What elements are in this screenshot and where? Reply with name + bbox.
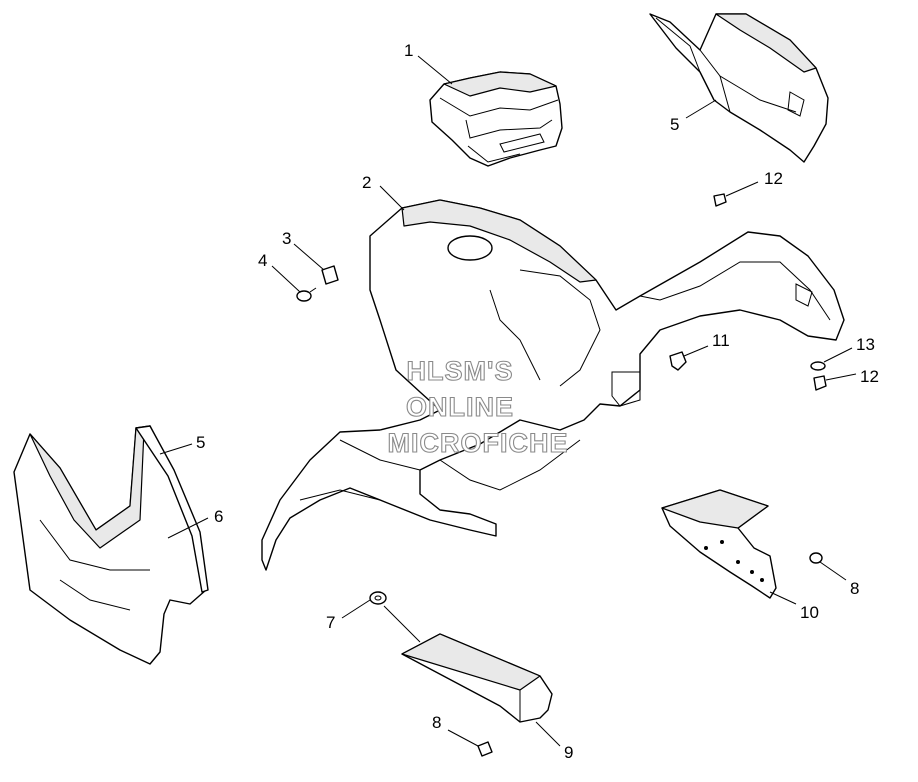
callout-9: 9: [564, 743, 573, 762]
callout-6: 6: [214, 507, 223, 526]
part-3-clip: [321, 265, 339, 285]
part-2-main-body: [261, 199, 845, 571]
watermark-line-3: MICROFICHE: [388, 428, 569, 458]
callout-labels: 1 2 3 4 5 5 6 7 8 8 9 10 11 12 12 13: [196, 41, 879, 762]
part-5-trim-strip: [135, 425, 209, 593]
part-12-screw-lower: [813, 375, 827, 391]
watermark: HLSM'S ONLINE MICROFICHE: [387, 355, 569, 458]
callout-8-lower: 8: [432, 713, 441, 732]
part-7-clip: [369, 591, 387, 605]
callout-10: 10: [800, 603, 819, 622]
callout-2: 2: [362, 173, 371, 192]
callout-5-upper: 5: [670, 115, 679, 134]
leader-lines: [159, 55, 857, 747]
callout-5-left: 5: [196, 433, 205, 452]
callout-12-lower: 12: [860, 367, 879, 386]
part-8-screw-lower: [477, 741, 493, 757]
callout-13: 13: [856, 335, 875, 354]
callout-12-upper: 12: [764, 169, 783, 188]
part-8-screw-right: [809, 552, 823, 564]
part-12-screw-upper: [713, 193, 727, 207]
watermark-line-1: HLSM'S: [407, 356, 514, 386]
part-4-push-rivet: [296, 287, 317, 302]
part-5-side-panel-upper: [649, 13, 829, 163]
callout-11: 11: [712, 331, 730, 350]
part-9-lower-guard: [401, 633, 553, 723]
part-6-side-panel: [13, 425, 207, 665]
callout-4: 4: [258, 251, 267, 270]
callout-3: 3: [282, 229, 291, 248]
callout-1: 1: [404, 41, 413, 60]
part-13-washer: [810, 361, 826, 371]
part-10-heat-shield: [661, 489, 777, 599]
part-11-fastener: [669, 351, 687, 371]
callout-8-right: 8: [850, 579, 859, 598]
callout-7: 7: [326, 613, 335, 632]
part-1-headlight-pod: [429, 71, 563, 167]
watermark-line-2: ONLINE: [406, 392, 514, 422]
